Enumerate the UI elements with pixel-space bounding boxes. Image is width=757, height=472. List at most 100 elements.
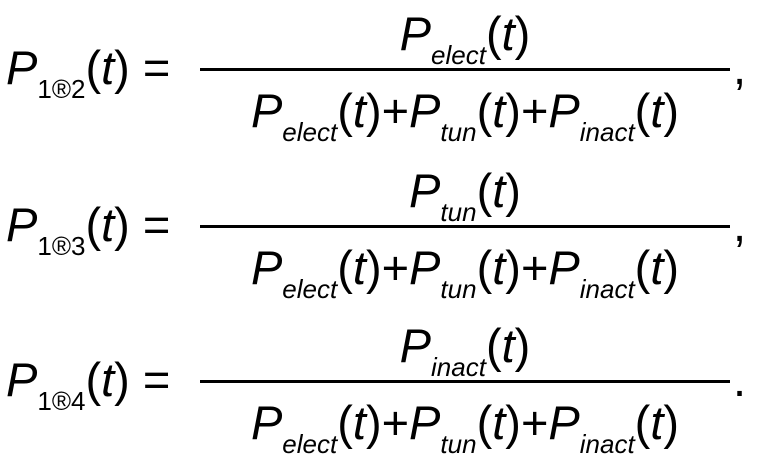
- plus-sign: +: [520, 241, 549, 294]
- lhs-expression: P1®2(t) =: [6, 40, 170, 117]
- fraction: Pelect(t) Pelect(t)+Ptun(t)+Pinact(t): [200, 0, 730, 150]
- punctuation: .: [733, 353, 747, 406]
- open-paren: (: [634, 396, 651, 449]
- open-paren: (: [476, 84, 493, 137]
- close-paren: ): [365, 84, 382, 137]
- symbol-p: P: [6, 41, 38, 94]
- subscript-elect: elect: [282, 117, 338, 147]
- punctuation: ,: [733, 198, 747, 251]
- numerator-subscript: inact: [431, 352, 486, 382]
- symbol-p: P: [399, 7, 432, 60]
- open-paren: (: [85, 198, 102, 251]
- numerator-subscript: tun: [440, 197, 477, 227]
- subscript-tun: tun: [440, 274, 477, 304]
- close-paren: ): [663, 84, 680, 137]
- equation-2: P1®3(t) = Ptun(t) Pelect(t)+Ptun(t)+Pina…: [0, 157, 757, 307]
- open-paren: (: [337, 241, 353, 294]
- subscript-inact: inact: [579, 117, 635, 147]
- symbol-t: t: [101, 353, 115, 406]
- equation-3: P1®4(t) = Pinact(t) Pelect(t)+Ptun(t)+Pi…: [0, 312, 757, 462]
- open-paren: (: [85, 41, 102, 94]
- subscript-inact: inact: [579, 429, 635, 459]
- numerator: Ptun(t): [200, 163, 730, 240]
- subscript-tun: tun: [440, 117, 477, 147]
- close-paren: ): [514, 7, 531, 60]
- numerator-subscript: elect: [431, 40, 486, 70]
- lhs-expression: P1®3(t) =: [6, 197, 170, 274]
- open-paren: (: [85, 353, 102, 406]
- symbol-p: P: [409, 396, 441, 449]
- fraction-bar: [200, 225, 730, 228]
- symbol-p: P: [409, 164, 441, 217]
- lhs-subscript: 1®2: [37, 74, 86, 104]
- symbol-t: t: [492, 164, 506, 217]
- symbol-p: P: [548, 396, 580, 449]
- symbol-p: P: [409, 241, 441, 294]
- symbol-p: P: [548, 241, 580, 294]
- equals-sign: =: [142, 198, 171, 251]
- open-paren: (: [476, 396, 493, 449]
- numerator: Pinact(t): [200, 318, 730, 395]
- symbol-t: t: [101, 41, 115, 94]
- fraction: Ptun(t) Pelect(t)+Ptun(t)+Pinact(t): [200, 157, 730, 307]
- punctuation: ,: [733, 41, 747, 94]
- plus-sign: +: [520, 84, 549, 137]
- symbol-t: t: [650, 84, 664, 137]
- close-paren: ): [114, 198, 130, 251]
- fraction-bar: [200, 68, 730, 71]
- close-paren: ): [663, 241, 680, 294]
- symbol-p: P: [409, 84, 441, 137]
- equals-sign: =: [142, 353, 171, 406]
- close-paren: ): [114, 353, 130, 406]
- open-paren: (: [337, 84, 353, 137]
- symbol-t: t: [492, 396, 506, 449]
- plus-sign: +: [520, 396, 549, 449]
- symbol-p: P: [6, 198, 38, 251]
- plus-sign: +: [381, 84, 410, 137]
- subscript-elect: elect: [282, 274, 338, 304]
- symbol-t: t: [650, 241, 664, 294]
- close-paren: ): [505, 164, 521, 217]
- lhs-subscript: 1®4: [37, 386, 86, 416]
- fraction-bar: [200, 380, 730, 383]
- equals-sign: =: [142, 41, 171, 94]
- symbol-t: t: [352, 84, 366, 137]
- symbol-p: P: [250, 396, 283, 449]
- denominator: Pelect(t)+Ptun(t)+Pinact(t): [200, 395, 730, 472]
- lhs-subscript: 1®3: [37, 231, 86, 261]
- symbol-t: t: [492, 241, 506, 294]
- symbol-t: t: [101, 198, 115, 251]
- close-paren: ): [114, 41, 130, 94]
- open-paren: (: [634, 241, 651, 294]
- close-paren: ): [505, 241, 521, 294]
- lhs-expression: P1®4(t) =: [6, 352, 170, 429]
- symbol-t: t: [352, 241, 366, 294]
- open-paren: (: [337, 396, 353, 449]
- symbol-p: P: [250, 84, 283, 137]
- subscript-elect: elect: [282, 429, 338, 459]
- symbol-p: P: [6, 353, 38, 406]
- open-paren: (: [476, 164, 493, 217]
- subscript-tun: tun: [440, 429, 477, 459]
- symbol-t: t: [492, 84, 506, 137]
- symbol-p: P: [399, 319, 432, 372]
- symbol-t: t: [352, 396, 366, 449]
- subscript-inact: inact: [579, 274, 635, 304]
- open-paren: (: [634, 84, 651, 137]
- numerator: Pelect(t): [200, 6, 730, 83]
- symbol-t: t: [650, 396, 664, 449]
- equation-1: P1®2(t) = Pelect(t) Pelect(t)+Ptun(t)+Pi…: [0, 0, 757, 150]
- open-paren: (: [485, 319, 502, 372]
- symbol-p: P: [250, 241, 283, 294]
- close-paren: ): [365, 241, 382, 294]
- open-paren: (: [485, 7, 502, 60]
- plus-sign: +: [381, 396, 410, 449]
- denominator: Pelect(t)+Ptun(t)+Pinact(t): [200, 83, 730, 160]
- plus-sign: +: [381, 241, 410, 294]
- close-paren: ): [505, 84, 521, 137]
- symbol-t: t: [501, 7, 515, 60]
- close-paren: ): [663, 396, 680, 449]
- open-paren: (: [476, 241, 493, 294]
- close-paren: ): [365, 396, 382, 449]
- symbol-p: P: [548, 84, 580, 137]
